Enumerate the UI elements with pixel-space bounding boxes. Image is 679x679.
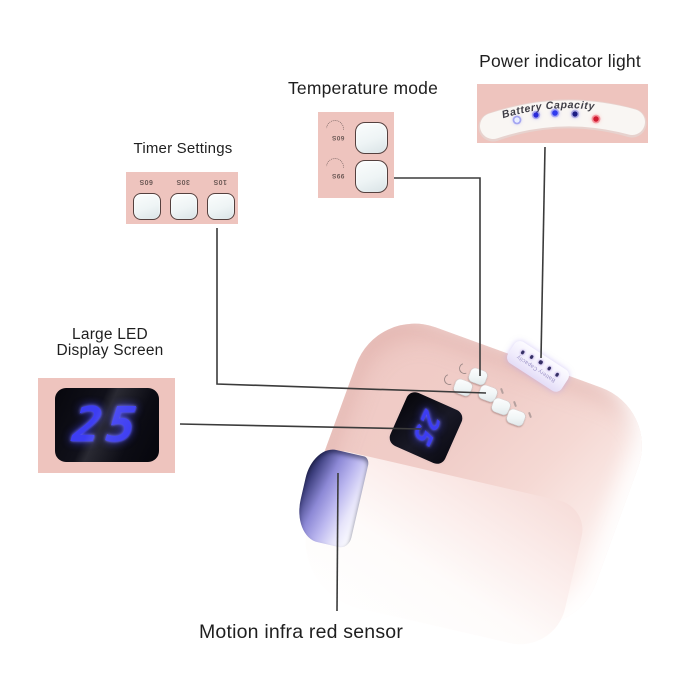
led-3 (552, 110, 558, 116)
temp-button-label-60s: 60S (331, 134, 345, 141)
timer-button-10s (207, 193, 235, 220)
battery-led-row (512, 108, 601, 125)
temperature-mode-panel: 60S 99S (318, 112, 394, 198)
led-2 (533, 112, 539, 118)
timer-button-label-30s: 30S (176, 178, 190, 185)
led-display-panel: 25 (38, 378, 175, 473)
timer-button-label-60s: 60S (139, 178, 153, 185)
timer-button-30s (170, 193, 198, 220)
power-indicator-label: Power indicator light (479, 51, 641, 71)
power-indicator-panel: Battery Capacity (477, 84, 648, 143)
display-label-line2: Display Screen (56, 342, 164, 359)
temp-button-label-99s: 99S (331, 172, 345, 179)
display-digits: 25 (69, 397, 145, 453)
display-label-line1: Large LED (72, 326, 148, 343)
motion-sensor-label: Motion infra red sensor (198, 621, 404, 643)
timer-button-60s (133, 193, 161, 220)
timer-settings-label: Timer Settings (133, 140, 233, 157)
led-4 (572, 111, 578, 117)
timer-settings-panel: 60S 30S 10S (126, 172, 238, 224)
led-1 (514, 117, 520, 123)
temp-button-99s (355, 160, 388, 193)
lamp-display-digits: 25 (406, 404, 446, 452)
display-screen-label: Large LED Display Screen (30, 327, 190, 359)
led-display-screen: 25 (55, 388, 159, 462)
temp-button-60s (355, 122, 388, 154)
power-connector-line (540, 146, 546, 359)
battery-band (480, 100, 645, 139)
led-5 (593, 116, 599, 122)
timer-button-label-10s: 10S (213, 178, 227, 185)
battery-capacity-graphic: Battery Capacity (478, 99, 647, 142)
temperature-mode-label: Temperature mode (287, 78, 439, 98)
